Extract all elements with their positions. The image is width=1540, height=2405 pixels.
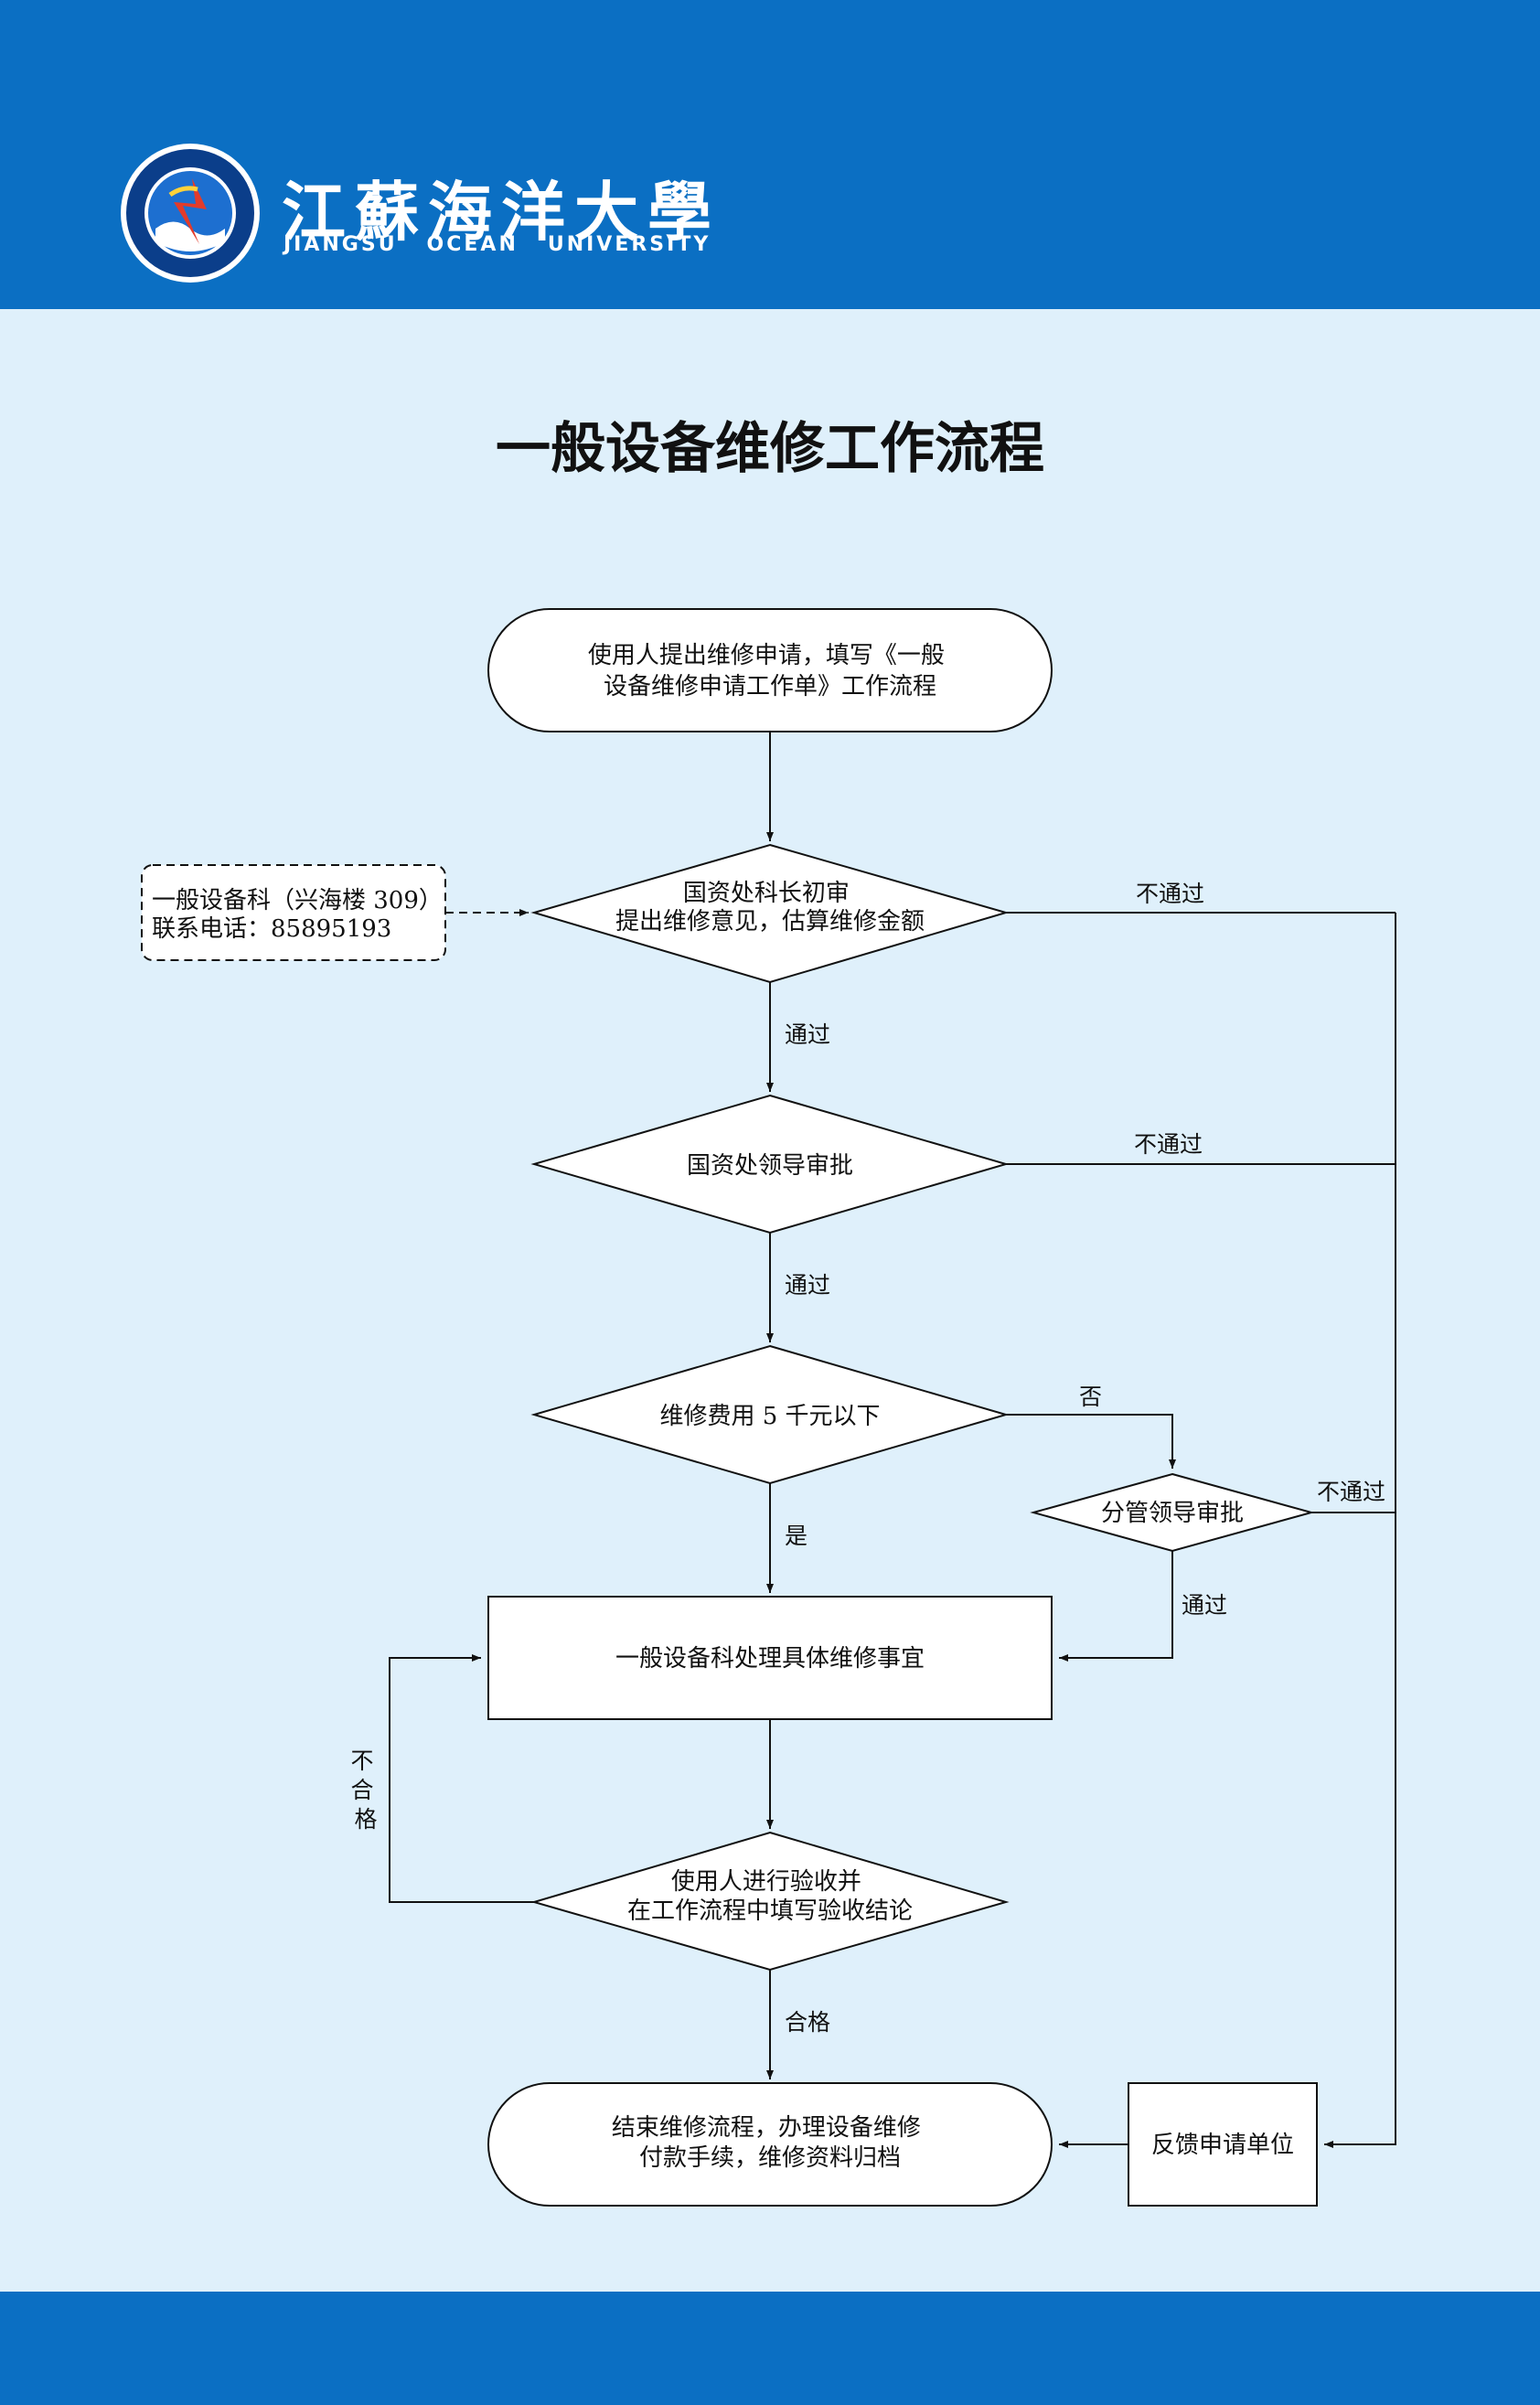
acceptance-label: 使用人进行验收并 在工作流程中填写验收结论	[627, 1868, 913, 1925]
contact-label-line: 一般设备科（兴海楼 309）	[152, 887, 443, 914]
university-logo	[121, 144, 260, 283]
end-label: 结束维修流程，办理设备维修 付款手续，维修资料归档	[612, 2114, 928, 2172]
edge-branch-process	[1059, 1551, 1173, 1662]
edge-acceptance-process-loop	[389, 1654, 534, 1903]
cost-check-label: 维修费用 5 千元以下	[659, 1403, 880, 1430]
review1-label: 国资处科长初审 提出维修意见，估算维修金额	[615, 880, 925, 935]
edge-label-no: 否	[1079, 1384, 1102, 1410]
university-name: 江蘇海洋大學	[282, 174, 721, 250]
university-name-english: JIANGSU OCEAN UNIVERSITY	[283, 233, 711, 256]
edge-label-unqualified: 不 合 格	[351, 1748, 381, 1833]
edge-label-unqualified-char: 不	[351, 1748, 374, 1774]
edge-label-fail1: 不通过	[1136, 881, 1204, 907]
edge-label-fail3: 不通过	[1317, 1479, 1385, 1505]
approve-lead-label: 国资处领导审批	[687, 1152, 853, 1180]
footer-band	[0, 2292, 1540, 2405]
start-node	[487, 608, 1053, 732]
contact-label: 一般设备科（兴海楼 309） 联系电话：85895193	[152, 887, 450, 943]
feedback-label: 反馈申请单位	[1151, 2132, 1294, 2159]
acceptance-label-line: 在工作流程中填写验收结论	[627, 1897, 913, 1925]
edge-label-yes: 是	[785, 1523, 807, 1549]
start-label-line: 设备维修申请工作单》工作流程	[604, 673, 936, 700]
end-label-line: 结束维修流程，办理设备维修	[612, 2114, 921, 2142]
header-band	[0, 0, 1540, 309]
edge-label-pass1: 通过	[785, 1021, 830, 1048]
process-label: 一般设备科处理具体维修事宜	[615, 1645, 925, 1673]
edge-cost-branch	[1006, 1414, 1176, 1469]
edge-label-pass3: 通过	[1182, 1592, 1227, 1619]
acceptance-label-line: 使用人进行验收并	[671, 1868, 861, 1896]
contact-label-line: 联系电话：85895193	[152, 915, 391, 943]
edge-label-unqualified-char: 合	[351, 1777, 374, 1803]
start-label: 使用人提出维修申请，填写《一般 设备维修申请工作单》工作流程	[588, 642, 952, 700]
review1-label-line: 提出维修意见，估算维修金额	[615, 908, 925, 935]
branch-lead-label: 分管领导审批	[1101, 1500, 1244, 1527]
start-label-line: 使用人提出维修申请，填写《一般	[588, 642, 945, 669]
review1-label-line: 国资处科长初审	[683, 880, 850, 907]
edge-label-qualified: 合格	[785, 2009, 830, 2036]
feedback-node	[1128, 2082, 1318, 2207]
process-node	[487, 1596, 1053, 1720]
end-label-line: 付款手续，维修资料归档	[639, 2144, 901, 2172]
edge-label-fail2: 不通过	[1134, 1131, 1203, 1158]
end-node	[487, 2082, 1053, 2207]
edge-label-unqualified-char: 格	[354, 1806, 377, 1833]
page-title: 一般设备维修工作流程	[496, 417, 1044, 481]
edge-reject-feedback	[1324, 913, 1396, 2148]
edge-label-pass2: 通过	[785, 1272, 830, 1299]
